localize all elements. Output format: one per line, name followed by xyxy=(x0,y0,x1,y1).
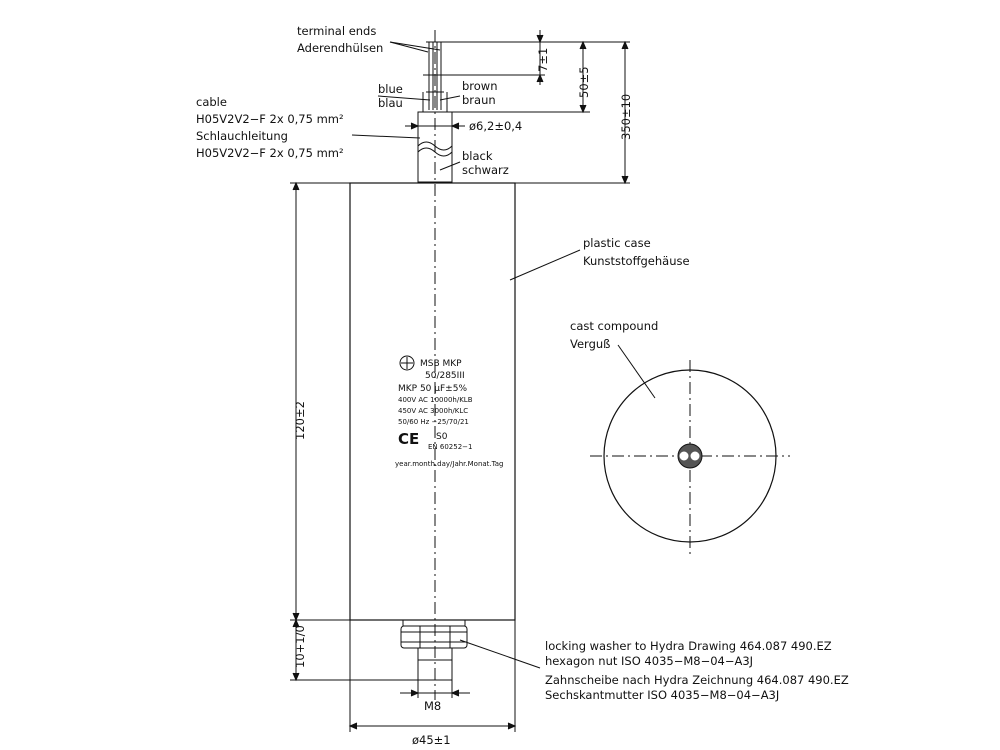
cable-spec-de: H05V2V2−F 2x 0,75 mm² xyxy=(196,146,344,160)
cable-diameter-dim: ø6,2±0,4 xyxy=(469,119,522,133)
dim-350: 350±10 xyxy=(619,94,633,140)
black-label-de: schwarz xyxy=(462,163,509,177)
dim-7: 7±1 xyxy=(536,48,550,72)
cable-spec-en: H05V2V2−F 2x 0,75 mm² xyxy=(196,112,344,126)
case-rating-3: 50/60 Hz −25/70/21 xyxy=(398,418,469,426)
dim-120: 120±2 xyxy=(293,401,307,440)
terminal-label-de: Aderendhülsen xyxy=(297,41,383,55)
ce-mark: CE xyxy=(398,430,419,448)
compound-label-de: Verguß xyxy=(570,337,610,351)
case-standard: EN 60252−1 xyxy=(428,443,472,451)
terminal-label-en: terminal ends xyxy=(297,24,376,38)
brand-symbol-icon xyxy=(399,355,415,371)
case-date-format: year.month.day/Jahr.Monat.Tag xyxy=(395,460,504,468)
case-rating-2: 450V AC 3000h/KLC xyxy=(398,407,468,415)
brown-label-de: braun xyxy=(462,93,496,107)
dim-m8: M8 xyxy=(424,699,441,713)
washer-note-1: locking washer to Hydra Drawing 464.087 … xyxy=(545,639,832,653)
plastic-case-label-de: Kunststoffgehäuse xyxy=(583,254,690,268)
compound-label-en: cast compound xyxy=(570,319,658,333)
washer-note-2: hexagon nut ISO 4035−M8−04−A3J xyxy=(545,654,753,668)
washer-note-4: Sechskantmutter ISO 4035−M8−04−A3J xyxy=(545,688,779,702)
case-s0: S0 xyxy=(436,432,448,442)
end-view xyxy=(590,360,790,555)
dim-45: ø45±1 xyxy=(412,733,451,747)
black-label-en: black xyxy=(462,149,493,163)
case-model: 50/285III xyxy=(425,371,465,381)
washer-note-3: Zahnscheibe nach Hydra Zeichnung 464.087… xyxy=(545,673,849,687)
case-capacitance: MKP 50 μF±5% xyxy=(398,384,467,394)
cable-label-de: Schlauchleitung xyxy=(196,129,288,143)
dim-50: 50±5 xyxy=(577,66,591,98)
case-brand: MSB MKP xyxy=(420,359,462,369)
case-rating-1: 400V AC 10000h/KLB xyxy=(398,396,473,404)
cable-label-en: cable xyxy=(196,95,227,109)
dim-10: 10+1/0 xyxy=(293,625,307,668)
brown-label-en: brown xyxy=(462,79,498,93)
brand-symbol-cross xyxy=(401,357,413,369)
mounting-stud xyxy=(400,619,468,681)
blue-label-en: blue xyxy=(378,82,403,96)
plastic-case-label-en: plastic case xyxy=(583,236,651,250)
blue-label-de: blau xyxy=(378,96,403,110)
